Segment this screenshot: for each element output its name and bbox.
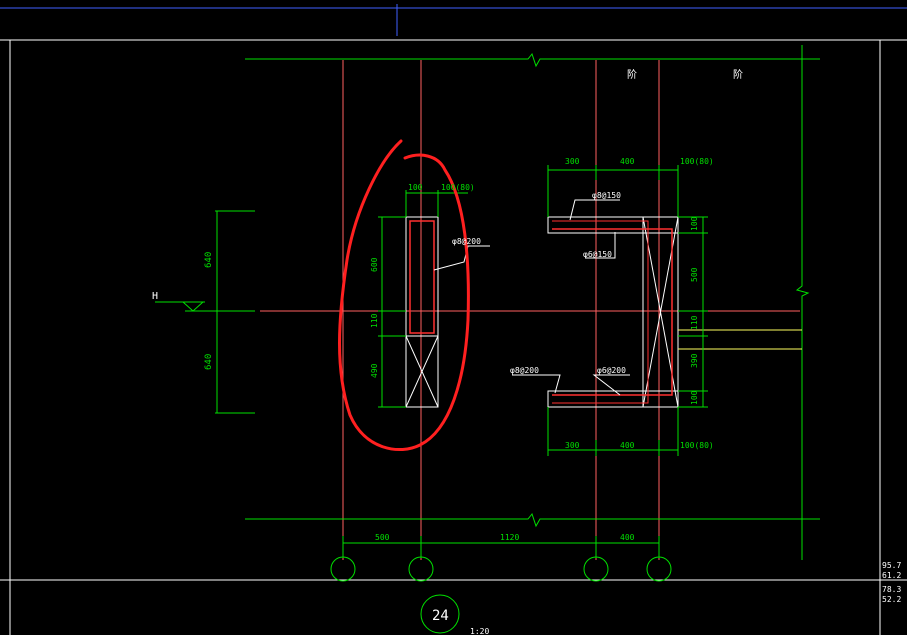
- rebar-label: φ8@200: [452, 237, 481, 246]
- break-lines: [245, 45, 820, 560]
- dim-text: 110: [690, 315, 699, 330]
- dim-text: 640: [204, 354, 214, 370]
- dim-text: 300: [565, 157, 580, 166]
- dim-text: 500: [690, 267, 699, 282]
- section-mark-left: 阶: [627, 68, 637, 81]
- dim-text: 600: [370, 257, 379, 272]
- break-line-right: [795, 45, 810, 560]
- axis-bubble: [408, 556, 434, 582]
- dim-text: 100(80): [680, 441, 714, 450]
- dim-text: 110: [370, 313, 379, 328]
- margin-text: 61.2: [882, 571, 901, 580]
- cross-hatch: [405, 335, 439, 408]
- leader-line: [569, 199, 620, 221]
- dim-text: 390: [690, 353, 699, 368]
- dim-text: 100: [408, 183, 423, 192]
- left-section: [378, 190, 490, 408]
- rebar-label: φ8@200: [510, 366, 539, 375]
- section-outline: [405, 216, 439, 408]
- right-section: [512, 165, 802, 456]
- dim-text: 100(80): [441, 183, 475, 192]
- dim-text: 100: [690, 216, 699, 231]
- dim-text: 400: [620, 533, 635, 542]
- drawing-number-circle: [420, 594, 460, 634]
- dim-text: 400: [620, 157, 635, 166]
- dim-text: 100(80): [680, 157, 714, 166]
- dim-text: 400: [620, 441, 635, 450]
- axis-bubbles: [330, 556, 672, 582]
- level-label: H: [152, 291, 158, 302]
- rebar-inner: [552, 220, 649, 404]
- margin-text: 78.3: [882, 585, 901, 594]
- dim-text: 490: [370, 363, 379, 378]
- leader-line: [512, 374, 561, 394]
- rebar-label: φ8@150: [592, 191, 621, 200]
- web: [642, 216, 679, 408]
- level-symbol: [155, 301, 215, 312]
- bottom-dim-chain: [342, 536, 660, 558]
- section-mark-right: 阶: [733, 68, 743, 81]
- dim-text: 300: [565, 441, 580, 450]
- dim-text: 500: [375, 533, 390, 542]
- text-layer: 阶 阶 H 640 640 100 100(80) 600 110 490 φ8…: [152, 68, 901, 635]
- leader-line: [585, 232, 616, 259]
- dim-text: 640: [204, 252, 214, 268]
- left-outer-dims: [215, 210, 255, 414]
- axis-bubble: [583, 556, 609, 582]
- leader-line: [592, 374, 630, 396]
- margin-text: 52.2: [882, 595, 901, 604]
- level-triangle: [182, 301, 204, 312]
- axis-bubble: [646, 556, 672, 582]
- margin-text: 95.7: [882, 561, 901, 570]
- rebar-label: φ6@150: [583, 250, 612, 259]
- dim-text: 1120: [500, 533, 519, 542]
- axis-bubble: [330, 556, 356, 582]
- dim-text: 100: [690, 390, 699, 405]
- drawing-scale: 1:20: [470, 627, 489, 635]
- rebar-stirrup: [409, 220, 435, 334]
- rebar-label: φ6@200: [597, 366, 626, 375]
- grid-axes: [260, 60, 800, 560]
- leader-line: [433, 245, 490, 271]
- highlight-annotation: [338, 139, 470, 452]
- break-line-top: [245, 52, 820, 68]
- break-line-bottom: [245, 512, 820, 528]
- drawing-number: 24: [432, 608, 449, 624]
- rebar-outer: [552, 228, 673, 396]
